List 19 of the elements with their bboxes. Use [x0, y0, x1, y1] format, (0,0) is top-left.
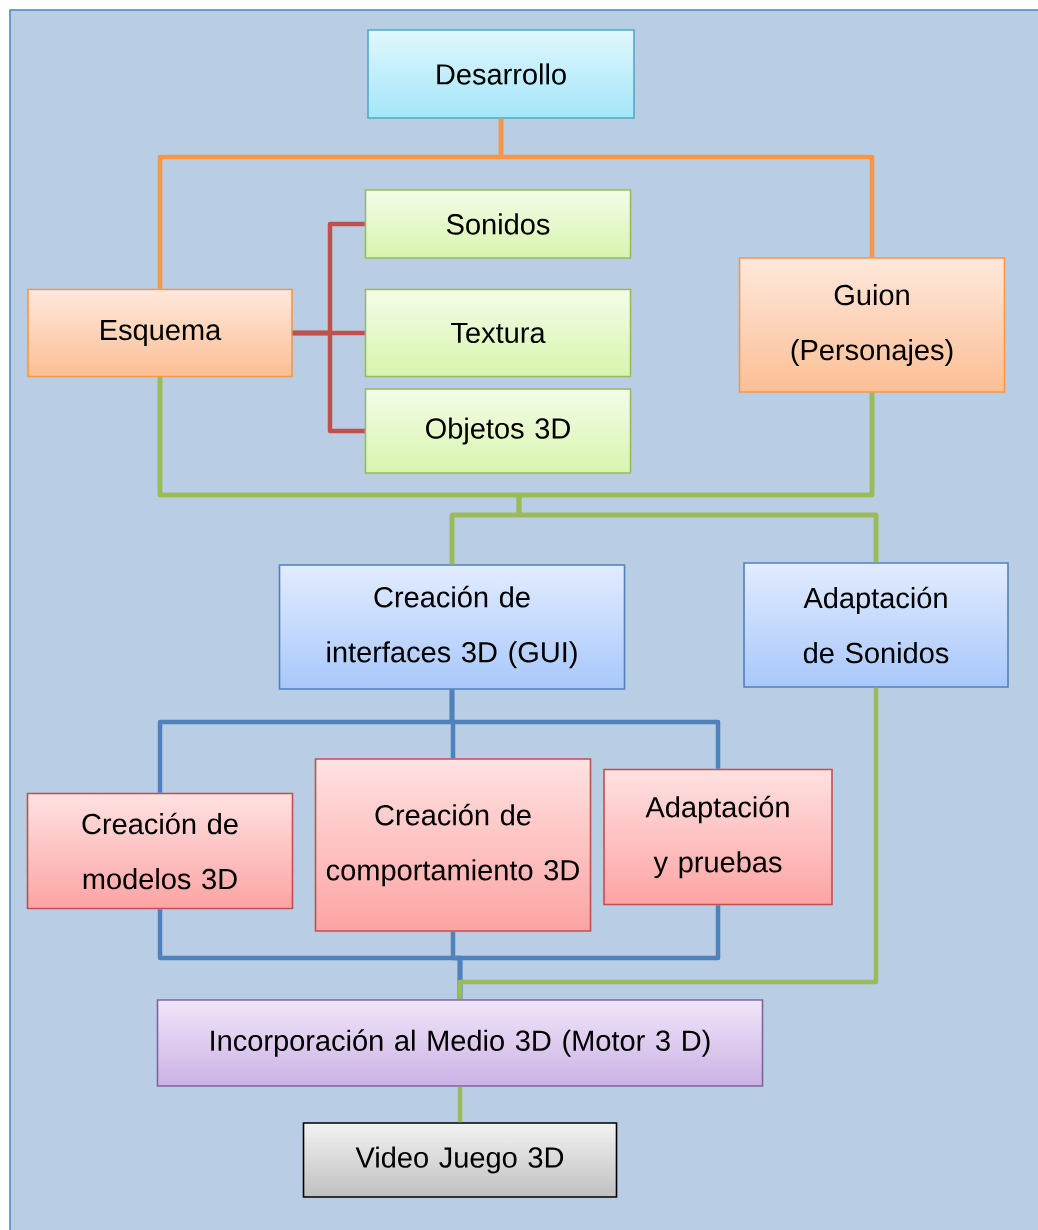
- process-box: Video Juego 3D: [302, 1122, 618, 1198]
- process-box: Textura: [364, 288, 632, 378]
- connector-line: [457, 1086, 463, 1123]
- process-box: Adaptación de Sonidos: [743, 562, 1009, 688]
- process-box: Guion (Personajes): [738, 257, 1006, 393]
- process-box: Adaptación y pruebas: [603, 768, 833, 906]
- process-box: Creación de comportamiento 3D: [314, 758, 592, 932]
- connector-line: [449, 689, 721, 769]
- connector-line: [516, 392, 879, 563]
- process-box: Esquema: [27, 288, 293, 378]
- process-box: Creación de modelos 3D: [26, 792, 294, 910]
- process-box: Creación de interfaces 3D (GUI): [278, 564, 626, 690]
- process-box: Objetos 3D: [364, 388, 632, 474]
- connector-line: [292, 330, 365, 434]
- process-box: Desarrollo: [367, 29, 635, 119]
- process-box: Sonidos: [364, 189, 632, 259]
- connector-line: [457, 687, 879, 1000]
- process-box: Incorporación al Medio 3D (Motor 3 D): [156, 999, 764, 1087]
- connector-line: [498, 118, 875, 258]
